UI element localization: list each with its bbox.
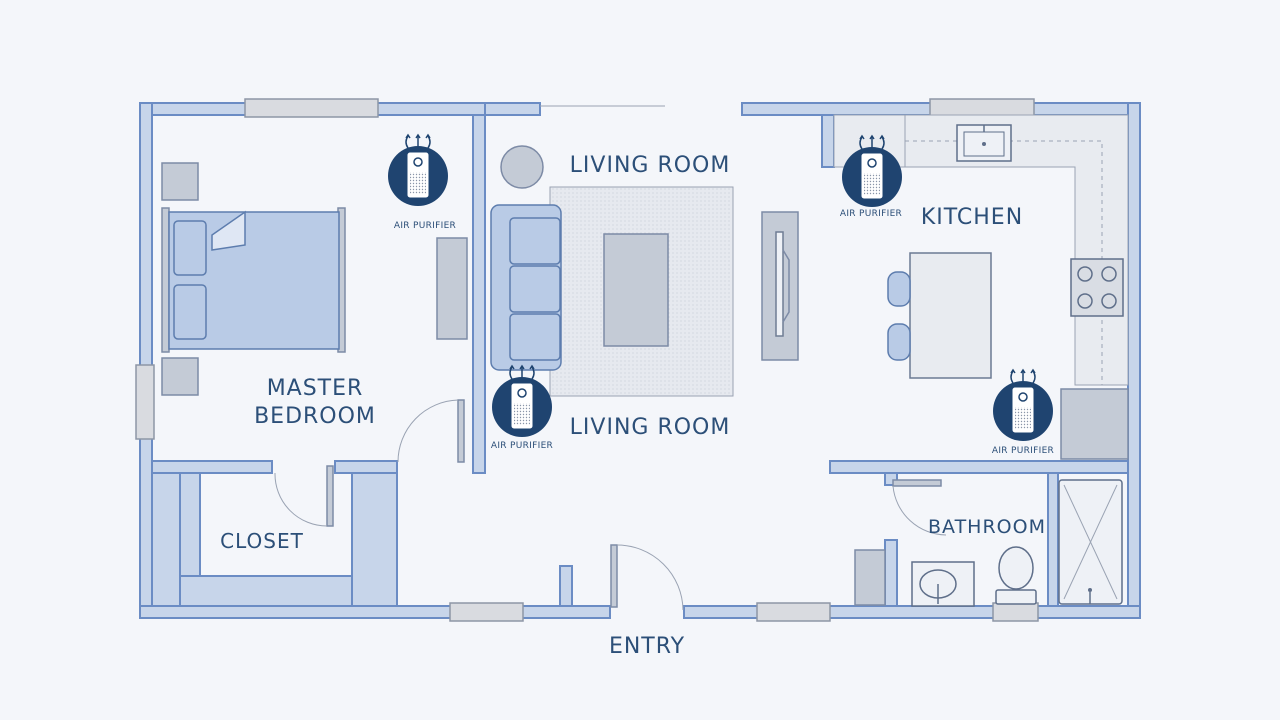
living-room-label-bottom: LIVING ROOM (570, 415, 731, 440)
stool-2 (887, 323, 911, 361)
master-bedroom-label-line2: BEDROOM (254, 404, 376, 429)
air-purifier-label: AIR PURIFIER (840, 209, 902, 219)
air-purifier-icon (387, 134, 449, 207)
entry-label: ENTRY (609, 634, 685, 659)
living-room-label-top: LIVING ROOM (570, 153, 731, 178)
walls (139, 102, 1141, 619)
master-bedroom-label-line1: MASTER (267, 376, 364, 401)
bathroom-fixtures (854, 479, 1123, 607)
nightstand-bottom (161, 357, 199, 396)
island (909, 252, 992, 379)
air-purifier-label: AIR PURIFIER (394, 221, 456, 231)
bathroom-label: BATHROOM (928, 516, 1046, 538)
living-furniture (490, 145, 799, 397)
air-purifier-2: AIR PURIFIER (491, 365, 553, 451)
side-table (500, 145, 544, 189)
closet-label: CLOSET (220, 529, 304, 553)
vanity (911, 561, 975, 607)
air-purifier-3: AIR PURIFIER (840, 135, 903, 219)
windows (135, 98, 1039, 622)
air-purifier-4: AIR PURIFIER (992, 369, 1054, 456)
doors (274, 399, 947, 611)
air-purifier-label: AIR PURIFIER (491, 441, 553, 451)
toilet (998, 546, 1034, 590)
dresser (436, 237, 468, 340)
coffee-table (603, 233, 669, 347)
kitchen-label: KITCHEN (921, 205, 1023, 230)
air-purifier-1: AIR PURIFIER (387, 134, 456, 231)
stool-1 (887, 271, 911, 307)
pillow-bottom (173, 284, 207, 340)
bedroom-furniture (161, 162, 468, 396)
stove (1070, 258, 1124, 317)
air-purifier-icon (491, 365, 553, 438)
pillow-top (173, 220, 207, 276)
air-purifier-icon (992, 369, 1054, 442)
tv (775, 231, 784, 337)
kitchen-furniture (833, 114, 1129, 460)
fridge (1060, 388, 1129, 460)
bath-cabinet (854, 549, 886, 606)
nightstand-top (161, 162, 199, 201)
air-purifier-label: AIR PURIFIER (992, 446, 1054, 456)
